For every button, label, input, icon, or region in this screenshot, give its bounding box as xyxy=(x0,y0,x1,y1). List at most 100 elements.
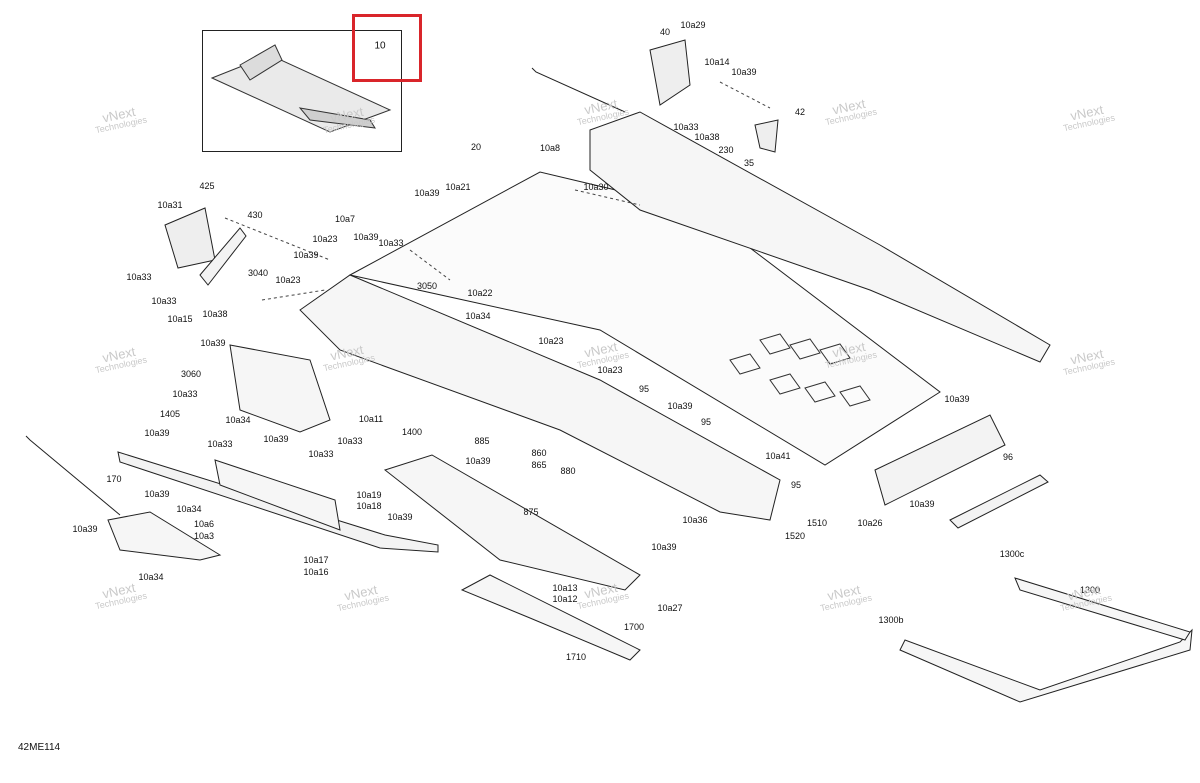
part-callout: 10a39 xyxy=(144,489,170,499)
part-callout: 10a33 xyxy=(172,389,198,399)
part-callout: 10a33 xyxy=(308,449,334,459)
part-callout: 10a39 xyxy=(293,250,319,260)
right-small-bracket xyxy=(754,119,779,153)
part-callout: 10a26 xyxy=(857,518,883,528)
part-callout: 3050 xyxy=(416,281,438,291)
part-callout: 10a13 xyxy=(552,583,578,593)
part-callout: 10a34 xyxy=(176,504,202,514)
part-callout: 10a39 xyxy=(651,542,677,552)
part-callout: 10a19 xyxy=(356,490,382,500)
part-callout: 10a39 xyxy=(731,67,757,77)
part-callout: 875 xyxy=(523,507,539,517)
part-callout: 10a23 xyxy=(538,336,564,346)
running-board-center xyxy=(383,454,641,591)
part-callout: 95 xyxy=(700,417,712,427)
part-callout: 1520 xyxy=(784,531,806,541)
part-callout: 35 xyxy=(743,158,755,168)
part-callout: 10a33 xyxy=(126,272,152,282)
right-bracket xyxy=(649,39,691,106)
part-callout: 10a39 xyxy=(200,338,226,348)
right-side-rail xyxy=(589,111,1051,363)
diagram-code: 42ME114 xyxy=(18,742,61,753)
highlighted-item-label: 10 xyxy=(374,40,386,52)
part-callout: 10a29 xyxy=(680,20,706,30)
part-callout: 10a39 xyxy=(72,524,98,534)
part-callout: 10a21 xyxy=(445,182,471,192)
part-callout: 10a3 xyxy=(193,531,215,541)
rear-bumper xyxy=(899,628,1193,703)
part-callout: 10a34 xyxy=(465,311,491,321)
part-callout: 10a15 xyxy=(167,314,193,324)
floor-pads xyxy=(729,333,871,407)
tunnel-top-plate xyxy=(348,171,941,466)
part-callout: 10a11 xyxy=(358,414,384,424)
part-callout: 10a33 xyxy=(207,439,233,449)
part-callout: 430 xyxy=(247,210,263,220)
front-bracket xyxy=(229,344,331,433)
control-rod-upper xyxy=(531,67,626,113)
part-callout: 170 xyxy=(106,474,122,484)
part-callout: 10a23 xyxy=(597,365,623,375)
part-callout: 10a39 xyxy=(353,232,379,242)
part-callout: 1700 xyxy=(623,622,645,632)
part-callout: 1510 xyxy=(806,518,828,528)
part-callout: 96 xyxy=(1002,452,1014,462)
part-callout: 10a39 xyxy=(387,512,413,522)
part-callout: 10a14 xyxy=(704,57,730,67)
part-callout: 10a27 xyxy=(657,603,683,613)
part-callout: 42 xyxy=(794,107,806,117)
inset-thumbnail xyxy=(210,44,392,133)
part-callout: 230 xyxy=(718,145,734,155)
part-callout: 1405 xyxy=(159,409,181,419)
part-callout: 10a6 xyxy=(193,519,215,529)
part-callout: 1400 xyxy=(401,427,423,437)
part-callout: 95 xyxy=(638,384,650,394)
part-callout: 10a39 xyxy=(465,456,491,466)
part-callout: 20 xyxy=(470,142,482,152)
part-callout: 10a38 xyxy=(694,132,720,142)
highlight-box xyxy=(352,14,422,82)
part-callout: 10a39 xyxy=(944,394,970,404)
part-callout: 10a39 xyxy=(909,499,935,509)
part-callout: 10a7 xyxy=(334,214,356,224)
part-callout: 10a36 xyxy=(682,515,708,525)
part-callout: 10a12 xyxy=(552,594,578,604)
left-side-rail xyxy=(299,274,781,521)
bumper-rail xyxy=(1014,577,1191,641)
part-callout: 10a39 xyxy=(414,188,440,198)
part-callout: 10a38 xyxy=(202,309,228,319)
part-callout: 860 xyxy=(531,448,547,458)
part-callout: 880 xyxy=(560,466,576,476)
part-callout: 40 xyxy=(659,27,671,37)
part-callout: 1300b xyxy=(878,615,904,625)
lower-center-rail xyxy=(460,574,641,661)
part-callout: 10a30 xyxy=(583,182,609,192)
part-callout: 10a31 xyxy=(157,200,183,210)
part-callout: 10a33 xyxy=(337,436,363,446)
overview-inset-frame xyxy=(202,30,402,152)
part-callout: 865 xyxy=(531,460,547,470)
leader-lines xyxy=(224,81,771,301)
part-callout: 10a33 xyxy=(378,238,404,248)
left-strut xyxy=(199,227,247,286)
part-callout: 885 xyxy=(474,436,490,446)
control-rod-left xyxy=(25,435,121,516)
rear-cross-member xyxy=(874,414,1006,506)
part-callout: 10a34 xyxy=(225,415,251,425)
part-callout: 10a41 xyxy=(765,451,791,461)
part-callout: 10a33 xyxy=(151,296,177,306)
part-callout: 425 xyxy=(199,181,215,191)
part-callout: 10a33 xyxy=(673,122,699,132)
part-callout: 10a39 xyxy=(144,428,170,438)
part-callout: 10a8 xyxy=(539,143,561,153)
part-callout: 95 xyxy=(790,480,802,490)
part-callout: 10a23 xyxy=(312,234,338,244)
part-callout: 10a17 xyxy=(303,555,329,565)
part-callout: 10a39 xyxy=(263,434,289,444)
left-gusset xyxy=(164,207,216,269)
part-callout: 10a23 xyxy=(275,275,301,285)
part-callout: 3040 xyxy=(247,268,269,278)
part-callout: 10a18 xyxy=(356,501,382,511)
